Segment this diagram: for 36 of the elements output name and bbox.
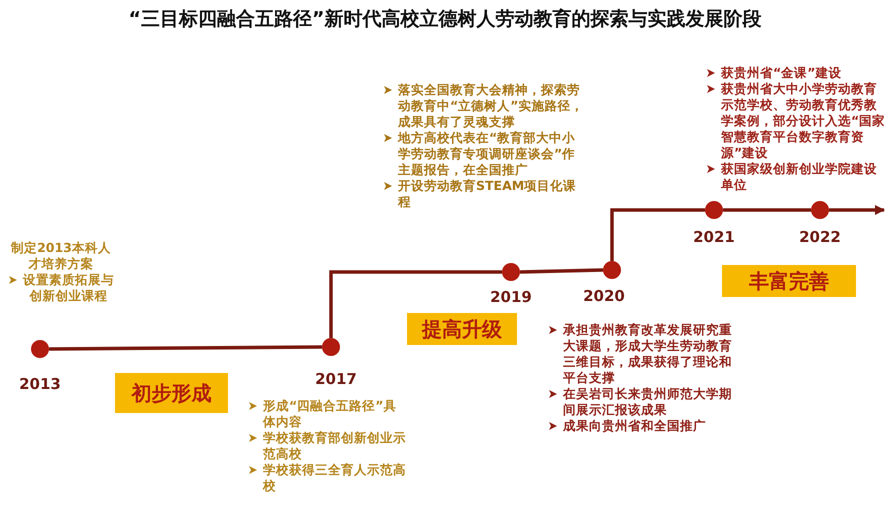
bullet-text: 成果向贵州省和全国推广 (563, 418, 706, 434)
timeline-line (48, 345, 322, 351)
bullet-text: 学校获教育部创新创业示范高校 (263, 430, 407, 462)
year-label: 2013 (18, 375, 62, 393)
year-label: 2021 (692, 228, 736, 246)
year-label: 2020 (582, 287, 626, 305)
stage-box: 初步形成 (115, 373, 228, 413)
timeline-line (723, 208, 811, 212)
timeline-line (610, 208, 705, 261)
bullet-text: 设置素质拓展与创新创业课程 (23, 272, 114, 304)
title: “三目标四融合五路径”新时代高校立德树人劳动教育的探索与实践发展阶段 (128, 7, 762, 32)
timeline-arrow (829, 205, 885, 215)
bullet-text: 获国家级创新创业学院建设单位 (721, 161, 878, 193)
bullet-text: 获贵州省“金课”建设 (721, 65, 842, 81)
bullet-text: 形成“四融合五路径”具体内容 (263, 398, 398, 430)
timeline-line (329, 270, 502, 338)
year-label: 2022 (798, 228, 842, 246)
stage-box: 提高升级 (407, 313, 517, 345)
timeline-dot (322, 338, 340, 356)
timeline-dot (811, 201, 829, 219)
timeline-dot (31, 340, 49, 358)
timeline-dot (502, 263, 520, 281)
bullet-text: 承担贵州教育改革发展研究重大课题，形成大学生劳动教育三维目标，成果获得了理论和平台支撑 (563, 322, 733, 386)
bullet-text: 获贵州省大中小学劳动教育示范学校、劳动教育优秀教学案例，部分设计入选“国家智慧教育平台数字教育资源”建设 (721, 81, 886, 161)
bullet-text: 落实全国教育大会精神，探索劳动教育中“立德树人”实施路径，成果具有了灵魂支撑 (398, 82, 584, 130)
bullet-text: 地方高校代表在“教育部大中小学劳动教育专项调研座谈会”作主题报告，在全国推广 (398, 130, 576, 178)
bullet-text: 开设劳动教育STEAM项目化课程 (398, 178, 578, 210)
timeline-dot (603, 261, 621, 279)
bullet-text: 在吴岩司长来贵州师范大学期间展示汇报该成果 (563, 386, 733, 418)
year-label: 2019 (489, 288, 533, 306)
timeline-dot (705, 201, 723, 219)
stage-box: 丰富完善 (722, 265, 856, 297)
bullet-text: 制定2013本科人才培养方案 (10, 240, 112, 272)
timeline-line (520, 268, 604, 274)
year-label: 2017 (314, 370, 358, 388)
bullet-text: 学校获得三全育人示范高校 (263, 462, 407, 494)
